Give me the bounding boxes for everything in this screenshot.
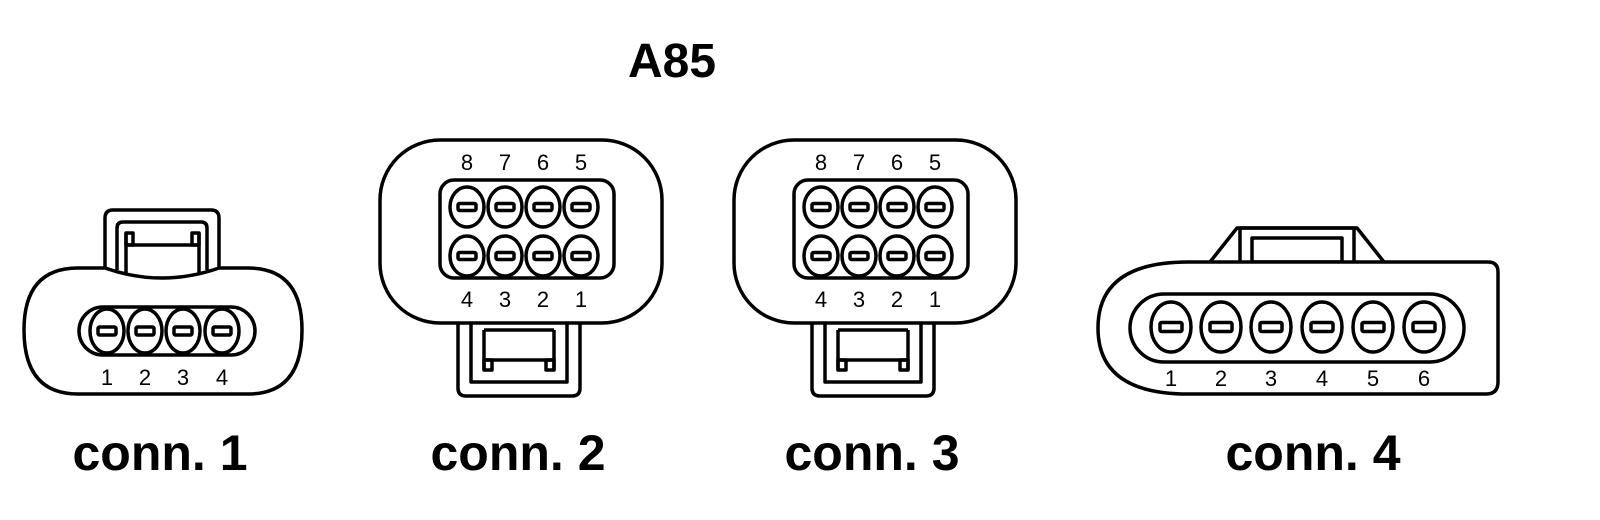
connector-body [1096,260,1500,396]
pin-number: 2 [891,287,903,312]
connector-body [378,138,664,325]
pin-cavity [1300,300,1344,354]
pin-cavity [88,307,126,355]
pin-number: 3 [499,287,511,312]
connector-label: conn. 4 [1225,425,1400,481]
pin-cavity [203,307,241,355]
pin-cavity [448,185,486,229]
pin-cavity [524,234,562,278]
pin-cavity [1351,300,1395,354]
diagram-title: A85 [628,35,716,88]
pin-number: 7 [853,150,865,175]
connector-body [732,138,1018,325]
pin-number: 8 [461,150,473,175]
pin-cavity [1402,300,1446,354]
pin-number: 3 [853,287,865,312]
pin-number: 2 [139,365,151,390]
pin-number: 5 [575,150,587,175]
pin-number: 1 [1165,366,1177,391]
pin-cavity [448,234,486,278]
pin-number: 6 [1418,366,1430,391]
pin-cavity [916,234,954,278]
locking-tab [810,320,936,398]
pin-number: 3 [1265,366,1277,391]
pin-cavity [126,307,164,355]
connector-label: conn. 2 [430,425,605,481]
pin-number: 5 [929,150,941,175]
pin-number: 6 [891,150,903,175]
connector-3: 8 4 7 3 6 2 5 1 [732,138,1018,398]
pin-number: 2 [537,287,549,312]
pin-number: 8 [815,150,827,175]
pin-number: 1 [929,287,941,312]
connector-4: 1 2 3 4 5 6 [1096,226,1500,396]
pin-cavity [916,185,954,229]
locking-tab [456,320,582,398]
pin-cavity [562,234,600,278]
pin-window [1128,292,1466,364]
connector-2: 8 4 7 3 6 2 5 1 [378,138,664,398]
pin-cavity [1249,300,1293,354]
pin-window [438,178,616,280]
pin-number: 1 [575,287,587,312]
pin-cavity [878,185,916,229]
pin-cavity [878,234,916,278]
pin-cavity [802,185,840,229]
pin-number: 5 [1367,366,1379,391]
pin-cavity [802,234,840,278]
pin-cavity [1199,300,1243,354]
pin-cavity [164,307,202,355]
pin-number: 4 [1316,366,1328,391]
pin-cavity [562,185,600,229]
pin-number: 1 [101,365,113,390]
pin-cavity [486,185,524,229]
pin-cavity [840,234,878,278]
connector-1: 1 2 3 4 [22,208,304,396]
connector-label: conn. 3 [784,425,959,481]
pin-cavity [840,185,878,229]
pin-number: 4 [216,365,228,390]
pin-number: 6 [537,150,549,175]
pin-cavity [1149,300,1193,354]
pin-cavity [524,185,562,229]
pin-number: 3 [177,365,189,390]
pin-number: 7 [499,150,511,175]
pin-window [77,305,257,357]
pin-number: 2 [1215,366,1227,391]
pin-cavity [486,234,524,278]
connector-label: conn. 1 [72,425,247,481]
pin-number: 4 [461,287,473,312]
pin-window [792,178,970,280]
pin-number: 4 [815,287,827,312]
